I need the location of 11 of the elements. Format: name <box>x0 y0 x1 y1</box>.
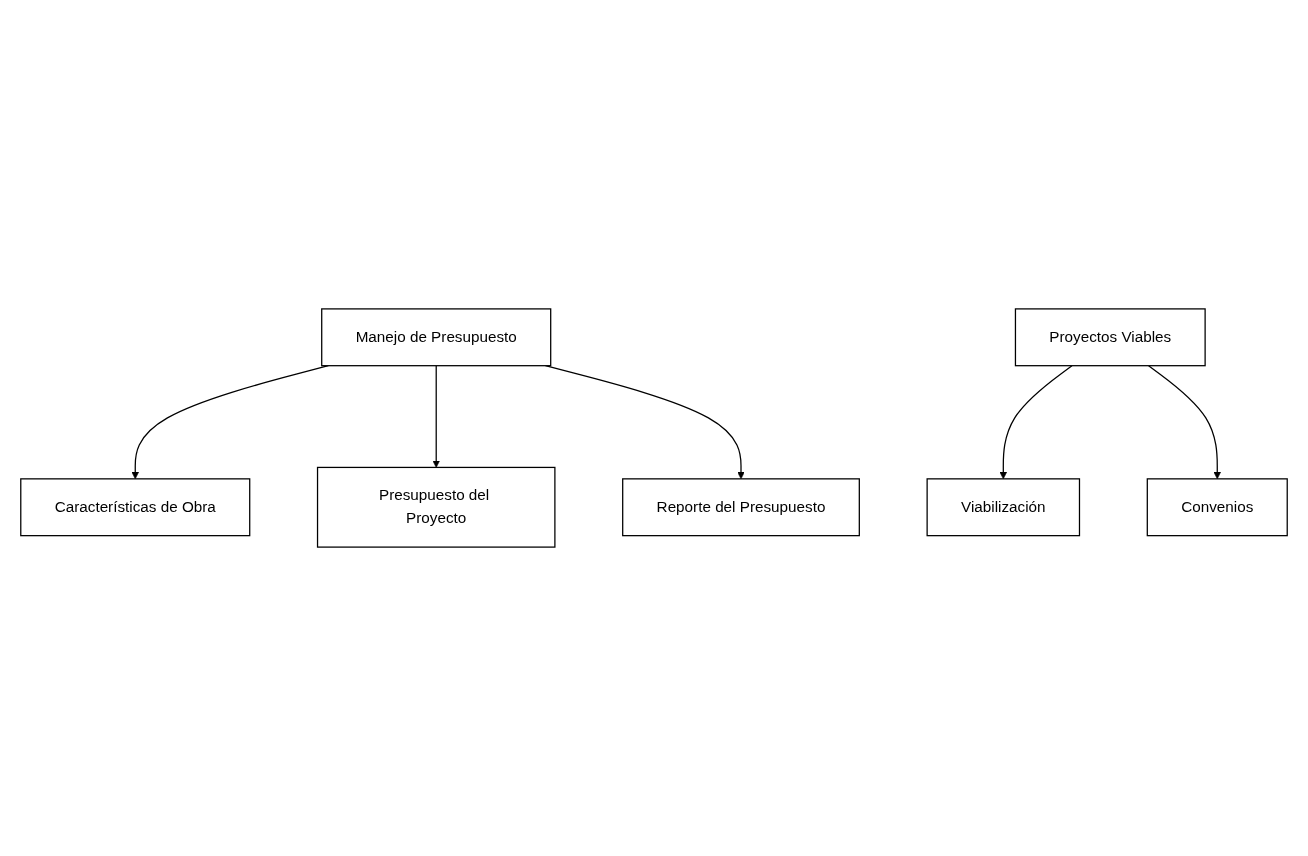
node-box: Convenios <box>1146 478 1288 537</box>
node-box: Manejo de Presupuesto <box>321 308 552 367</box>
arrow <box>131 365 329 480</box>
arrow <box>432 365 440 468</box>
node-box: Presupuesto del Proyecto <box>316 466 556 548</box>
node-box: Viabilización <box>926 478 1081 537</box>
arrow <box>1147 365 1221 480</box>
arrow <box>999 365 1073 480</box>
node-box: Características de Obra <box>20 478 251 537</box>
node-box: Proyectos Viables <box>1014 308 1206 367</box>
node-box: Reporte del Presupuesto <box>622 478 860 537</box>
